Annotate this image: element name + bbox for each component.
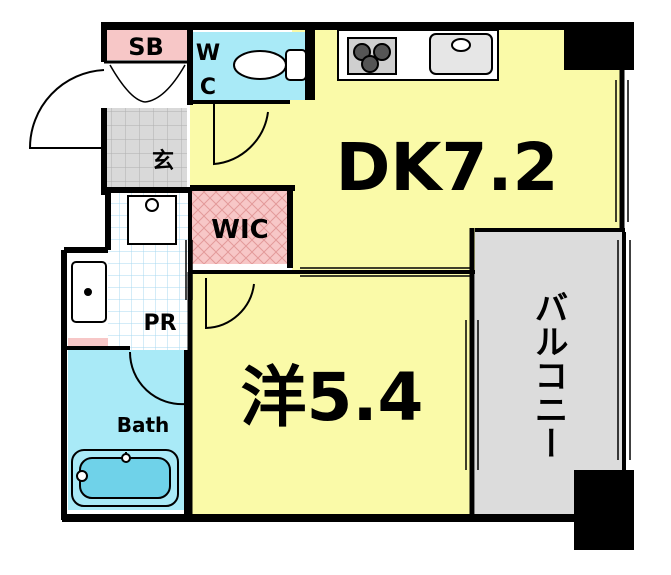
wic-label: WIC (211, 215, 268, 245)
sink-icon (429, 33, 493, 75)
bathtub-icon (71, 449, 179, 507)
balcony-label: バルコニー (528, 290, 568, 460)
wc-label-w: W (196, 41, 220, 66)
genkan-label: 玄 (152, 148, 174, 174)
walls (61, 22, 634, 550)
wic-fill (190, 190, 288, 264)
entry-fill (105, 62, 187, 108)
wc-label-c: C (200, 75, 216, 100)
sb-label: SB (128, 33, 164, 61)
hall-fill (190, 100, 292, 188)
washbasin-icon (71, 261, 107, 323)
wic-door (205, 278, 255, 330)
bath-door (128, 351, 187, 406)
entry-door (28, 69, 105, 149)
sb-doors (109, 64, 186, 103)
stove-icon (347, 37, 397, 75)
toilet-icon (233, 49, 307, 81)
genkan-fill (105, 108, 187, 188)
western-room-fill (190, 272, 472, 516)
pr-label: PR (143, 311, 176, 336)
dk-label: DK7.2 (336, 129, 559, 206)
balcony-fill (475, 228, 622, 516)
washing-machine-icon (127, 195, 177, 245)
windows (185, 80, 631, 470)
wc-door (213, 104, 269, 166)
western-room-label: 洋5.4 (241, 359, 424, 436)
sb-fill (105, 30, 187, 60)
bath-label: Bath (117, 413, 170, 437)
